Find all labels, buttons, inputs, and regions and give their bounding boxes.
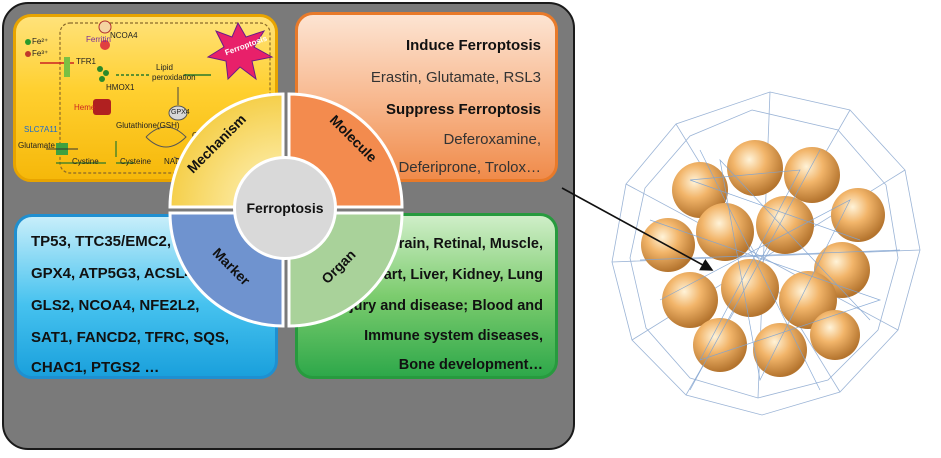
ferroptosis-burst [206, 21, 274, 81]
induce-items: Erastin, Glutamate, RSL3 [370, 69, 541, 86]
mechanism-panel: Fe²⁺ Fe³⁺ Ferritin NCOA4 TFR1 HMOX1 Heme… [13, 14, 278, 182]
organ-panel: Brain, Retinal, Muscle, Heart, Liver, Ki… [295, 213, 558, 379]
marker-line-4: SAT1, FANCD2, TFRC, SQS, [31, 329, 230, 346]
organ-line-1: Brain, Retinal, Muscle, [388, 236, 543, 252]
fe3-dot [25, 51, 31, 57]
marker-line-5: CHAC1, PTGS2 … [31, 359, 160, 376]
tfr1-label: TFR1 [76, 57, 96, 66]
suppress-line-2: Deferiprone, Trolox… [398, 159, 541, 176]
cell-spheres [641, 140, 885, 377]
inner-fibres [639, 149, 901, 391]
induce-heading: Induce Ferroptosis [405, 37, 541, 54]
cystine-label: Cystine [72, 157, 99, 166]
marker-panel: TP53, TTC35/EMC2, GPX4, ATP5G3, ACSL4, G… [14, 214, 278, 379]
molecule-panel: Induce Ferroptosis Erastin, Glutamate, R… [295, 12, 558, 182]
marker-line-1: TP53, TTC35/EMC2, [31, 233, 172, 250]
gsh-label: Glutathione(GSH) [116, 121, 180, 130]
organ-line-3: Injury and disease; Blood and [336, 298, 543, 314]
fe2-dot [25, 39, 31, 45]
heme-box [93, 99, 111, 115]
slc7a11-label: SLC7A11 [24, 125, 58, 134]
connector-arrow [561, 187, 714, 271]
tfr1-receptor [64, 57, 70, 77]
marker-line-3: GLS2, NCOA4, NFE2L2, [31, 297, 200, 314]
heme-label: Heme [74, 103, 96, 112]
mechanism-pathway-diagram [25, 20, 274, 174]
gssg-label: GSSG [192, 131, 216, 140]
nadph-label: NADPH [214, 157, 243, 166]
glutamate-label: Glutamate [18, 141, 55, 150]
summary-board: Fe²⁺ Fe³⁺ Ferritin NCOA4 TFR1 HMOX1 Heme… [2, 2, 575, 450]
ferritin-label: Ferritin [86, 35, 111, 44]
gsh-gssg-cycle [145, 126, 187, 148]
ferritin-shape [98, 20, 112, 34]
organ-line-2: Heart, Liver, Kidney, Lung [365, 267, 543, 283]
ncoa4-label: NCOA4 [110, 31, 138, 40]
suppress-line-1: Deferoxamine, [443, 131, 541, 148]
iron-cluster [97, 66, 103, 72]
hmox1-label: HMOX1 [106, 83, 135, 92]
nadp-label: NADP⁺ [164, 157, 191, 166]
cysteine-label: Cysteine [120, 157, 152, 166]
lipid-label: Lipid [156, 63, 173, 72]
outer-mesh [611, 91, 921, 416]
center-disc: Ferroptosis [233, 156, 337, 260]
gpx4-label: GPX4 [171, 109, 190, 116]
organ-line-4: Immune system diseases, [364, 328, 543, 344]
marker-line-2: GPX4, ATP5G3, ACSL4, [31, 265, 198, 282]
fe3-label: Fe³⁺ [32, 49, 49, 58]
suppress-heading: Suppress Ferroptosis [385, 101, 541, 118]
organ-line-5: Bone development… [398, 357, 543, 373]
ferritin-iron [100, 40, 110, 50]
center-label: Ferroptosis [246, 200, 324, 216]
fe2-label: Fe²⁺ [32, 37, 49, 46]
peroxidation-label: peroxidation [152, 73, 196, 82]
